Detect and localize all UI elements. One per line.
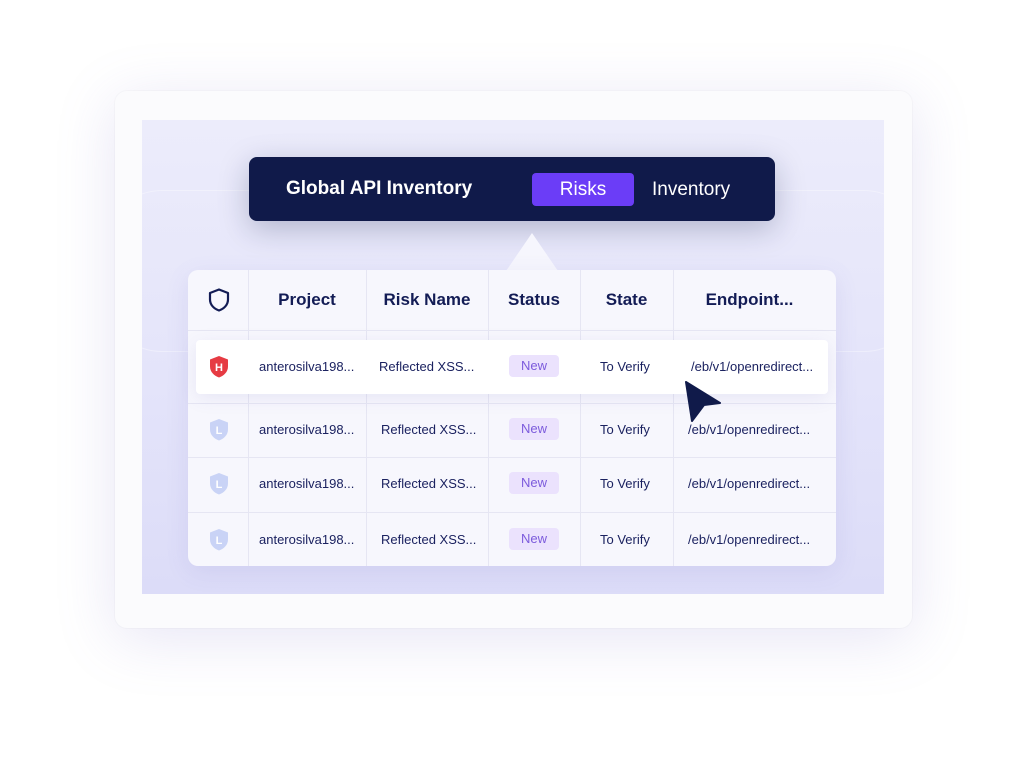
table-row[interactable]: L anterosilva198... Reflected XSS... New… [188, 512, 836, 566]
column-divider [673, 270, 674, 566]
row-divider [188, 403, 836, 404]
severity-shield-shape [210, 356, 228, 378]
top-navigation-bar: Global API Inventory Risks Inventory [249, 157, 775, 221]
state-cell: To Verify [600, 476, 650, 491]
row-divider [188, 330, 836, 331]
severity-shield-shape [210, 419, 228, 441]
severity-column-header[interactable] [188, 270, 248, 330]
status-badge: New [509, 472, 559, 494]
endpoint-cell: /eb/v1/openredirect... [688, 476, 811, 491]
tab-inventory[interactable]: Inventory [652, 179, 731, 200]
column-header-project[interactable]: Project [278, 290, 336, 309]
table-row[interactable]: L anterosilva198... Reflected XSS... New… [188, 457, 836, 512]
severity-letter: H [215, 362, 223, 374]
severity-shield-shape [210, 473, 228, 495]
shield-outline-icon [208, 288, 230, 312]
endpoint-cell: /eb/v1/openredirect... [688, 422, 811, 437]
severity-letter: L [216, 425, 223, 437]
column-divider [248, 270, 249, 566]
column-divider [366, 270, 367, 566]
column-header-risk-name[interactable]: Risk Name [383, 290, 471, 309]
endpoint-cell: /eb/v1/openredirect... [688, 532, 811, 547]
column-header-status[interactable]: Status [508, 290, 560, 309]
risk-name-cell: Reflected XSS... [381, 422, 477, 437]
project-cell: anterosilva198... [259, 476, 355, 491]
risk-name-cell: Reflected XSS... [381, 532, 477, 547]
endpoint-cell: /eb/v1/openredirect... [691, 359, 814, 374]
row-divider [188, 457, 836, 458]
high-severity-shield-icon: H [210, 356, 228, 378]
page-title: Global API Inventory [286, 178, 473, 199]
table-row[interactable]: H anterosilva198... Reflected XSS... New… [196, 340, 828, 394]
pointer-arrow-shape [685, 381, 721, 422]
column-divider [580, 270, 581, 566]
risk-name-cell: Reflected XSS... [379, 359, 475, 374]
column-header-state[interactable]: State [605, 290, 648, 309]
low-severity-shield-icon: L [210, 473, 228, 495]
severity-shield-shape [210, 529, 228, 551]
table-row[interactable]: L anterosilva198... Reflected XSS... New… [188, 403, 836, 457]
risk-name-cell: Reflected XSS... [381, 476, 477, 491]
severity-letter: L [216, 479, 223, 491]
column-divider [488, 270, 489, 566]
project-cell: anterosilva198... [259, 359, 355, 374]
tab-risks[interactable]: Risks [532, 173, 634, 206]
status-badge: New [509, 418, 559, 440]
popover-arrow [506, 233, 558, 271]
row-divider [188, 512, 836, 513]
state-cell: To Verify [600, 532, 650, 547]
severity-letter: L [216, 535, 223, 547]
project-cell: anterosilva198... [259, 532, 355, 547]
status-badge: New [509, 355, 559, 377]
status-badge: New [509, 528, 559, 550]
column-header-endpoint[interactable]: Endpoint... [705, 290, 794, 309]
state-cell: To Verify [600, 359, 650, 374]
state-cell: To Verify [600, 422, 650, 437]
low-severity-shield-icon: L [210, 419, 228, 441]
project-cell: anterosilva198... [259, 422, 355, 437]
risks-table: Project Risk Name Status State Endpoint.… [188, 270, 836, 566]
low-severity-shield-icon: L [210, 529, 228, 551]
mouse-pointer-icon [685, 381, 721, 422]
